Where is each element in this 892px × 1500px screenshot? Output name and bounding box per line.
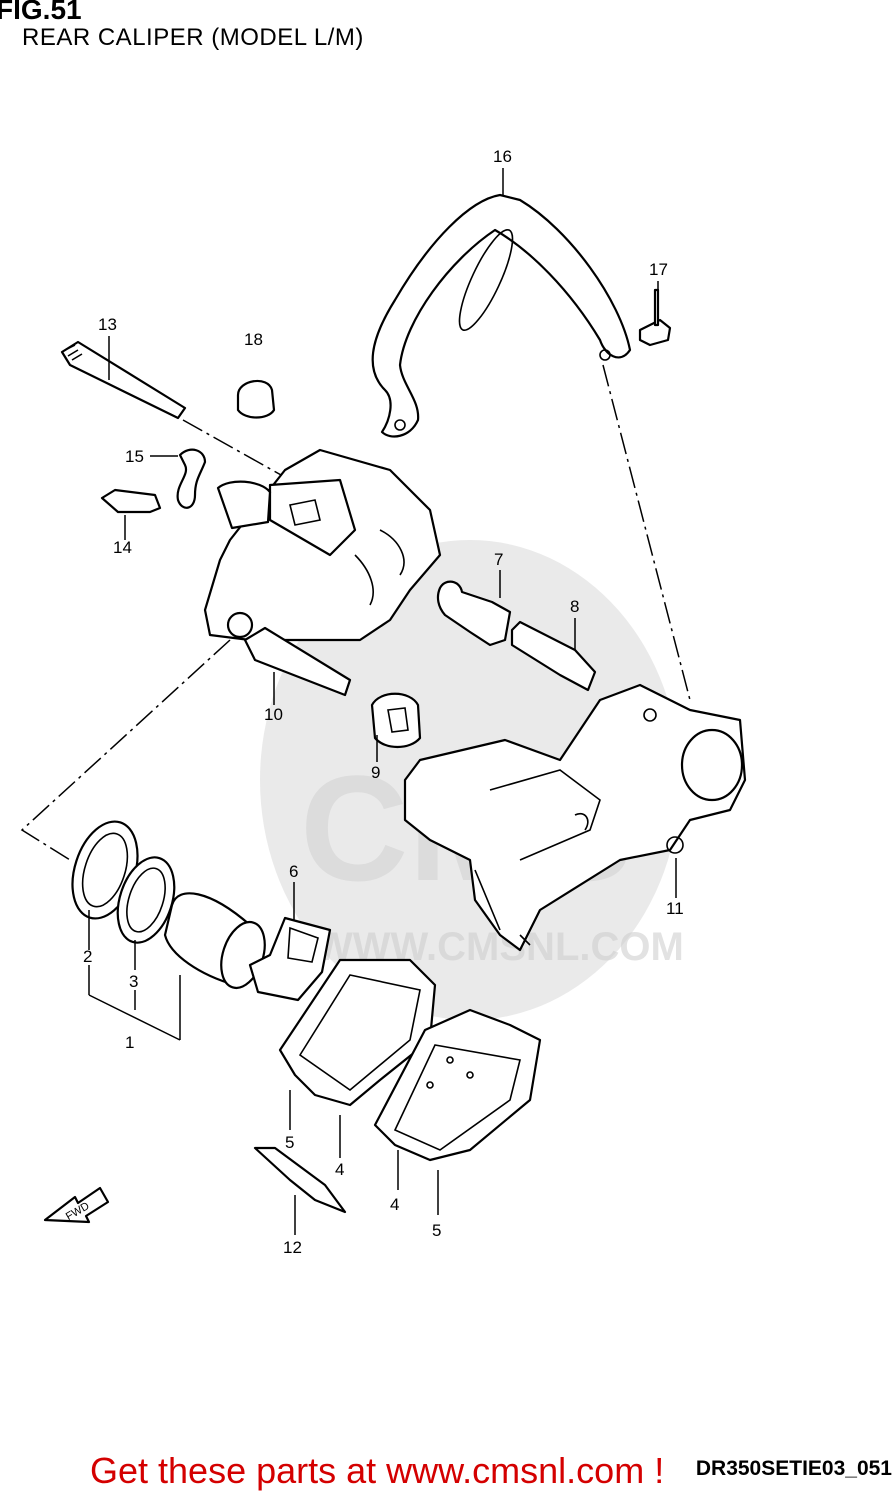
assembly-lines <box>20 364 691 861</box>
callout-17[interactable]: 17 <box>649 260 668 279</box>
callout-14[interactable]: 14 <box>113 538 132 557</box>
callout-3[interactable]: 3 <box>129 972 138 991</box>
figure-title: FIG.51 <box>0 0 82 25</box>
part-12-pad-spring[interactable] <box>253 1146 347 1214</box>
part-10-slide-pin[interactable] <box>243 626 352 697</box>
callout-13[interactable]: 13 <box>98 315 117 334</box>
diagram-code: DR350SETIE03_051 <box>695 1457 892 1480</box>
callout-9[interactable]: 9 <box>371 763 380 782</box>
caliper-body[interactable] <box>203 448 442 642</box>
callout-12[interactable]: 12 <box>283 1238 302 1257</box>
part-11-bracket[interactable] <box>403 683 747 952</box>
callout-11[interactable]: 11 <box>666 899 684 918</box>
part-16-bracket[interactable] <box>371 193 632 438</box>
brake-pad-outer[interactable] <box>373 1008 542 1162</box>
callout-4b[interactable]: 4 <box>390 1195 399 1214</box>
callout-5a[interactable]: 5 <box>285 1133 294 1152</box>
callout-5b[interactable]: 5 <box>432 1221 441 1240</box>
part-13-pin[interactable] <box>60 340 187 420</box>
callout-labels: 16 17 13 18 15 14 7 8 10 9 11 6 2 3 1 5 … <box>83 147 684 1257</box>
callout-6[interactable]: 6 <box>289 862 298 881</box>
callout-2[interactable]: 2 <box>83 947 92 966</box>
callout-18[interactable]: 18 <box>244 330 263 349</box>
part-17-bolt[interactable] <box>638 288 672 347</box>
exploded-parts-diagram: CMS WWW.CMSNL.COM <box>20 147 747 1257</box>
figure-subtitle: REAR CALIPER (MODEL L/M) <box>22 24 364 51</box>
part-9-boot[interactable] <box>370 692 422 749</box>
leader-lines <box>88 168 677 1235</box>
part-15-bleeder-cap[interactable] <box>176 448 207 509</box>
callout-4a[interactable]: 4 <box>335 1160 344 1179</box>
callout-10[interactable]: 10 <box>264 705 283 724</box>
callout-15[interactable]: 15 <box>125 447 144 466</box>
callout-1[interactable]: 1 <box>125 1033 134 1052</box>
part-8-pin-bolt[interactable] <box>510 620 597 692</box>
forward-direction-arrow: FWD <box>43 1186 110 1224</box>
callout-7[interactable]: 7 <box>494 550 503 569</box>
callout-8[interactable]: 8 <box>570 597 579 616</box>
part-14-bleeder-valve[interactable] <box>100 488 162 514</box>
part-7-pin-bolt[interactable] <box>436 580 512 647</box>
part-6-shim[interactable] <box>248 916 332 1002</box>
part-18-cap[interactable] <box>236 379 276 419</box>
callout-16[interactable]: 16 <box>493 147 512 166</box>
promo-link-text[interactable]: Get these parts at www.cmsnl.com ! <box>90 1450 665 1491</box>
brake-pad-inner[interactable] <box>278 958 437 1107</box>
